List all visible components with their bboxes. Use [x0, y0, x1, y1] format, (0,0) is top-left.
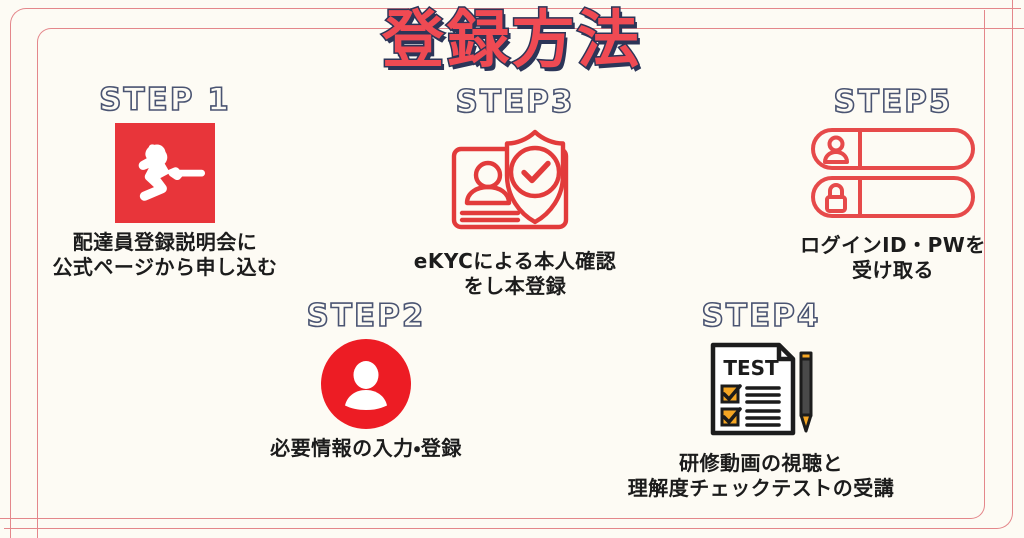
- step-1-caption-line1: 配達員登録説明会に: [72, 229, 258, 254]
- step-item-5: STEP5: [764, 84, 1022, 284]
- step-5-caption-line1: ログインID・PWを: [800, 232, 986, 257]
- login-id-password-fields-icon: [807, 125, 979, 226]
- user-circle-icon: [321, 338, 411, 429]
- step-3-icon-wrap: [372, 125, 658, 242]
- step-4-icon-wrap: TEST: [566, 339, 956, 444]
- step-3-caption-line1: eKYCによる本人確認: [413, 248, 617, 273]
- step-2-icon-wrap: [196, 338, 536, 429]
- id-card-shield-check-icon: [440, 125, 590, 242]
- step-item-2: STEP2 必要情報の入力・登録: [196, 298, 536, 462]
- delivery-runner-logo-icon: [115, 122, 215, 223]
- step-4-caption-line2: 理解度チェックテストの受講: [627, 476, 895, 501]
- test-checklist-pencil-icon: TEST: [701, 339, 821, 444]
- step-1-label: STEP 1: [98, 82, 231, 118]
- step-4-caption: 研修動画の視聴と 理解度チェックテストの受講: [566, 451, 956, 502]
- step-4-caption-line1: 研修動画の視聴と: [679, 450, 843, 475]
- step-5-caption: ログインID・PWを 受け取る: [764, 233, 1022, 284]
- step-1-caption-line2: 公式ページから申し込む: [52, 255, 278, 280]
- step-2-caption: 必要情報の入力・登録: [196, 436, 536, 462]
- step-3-caption: eKYCによる本人確認 をし本登録: [372, 249, 658, 300]
- step-2-caption-line1: 必要情報の入力・登録: [270, 435, 462, 460]
- step-5-caption-line2: 受け取る: [852, 258, 934, 283]
- step-item-4: STEP4 TEST: [566, 298, 956, 502]
- test-heading-text: TEST: [723, 356, 779, 380]
- step-item-1: STEP 1 配達員登録説明会に 公式ページから申し込む: [0, 82, 330, 281]
- step-2-label: STEP2: [306, 298, 426, 334]
- step-4-label: STEP4: [701, 298, 821, 334]
- step-item-3: STEP3: [372, 84, 658, 300]
- step-3-label: STEP3: [455, 84, 575, 120]
- step-5-label: STEP5: [833, 84, 953, 120]
- step-1-caption: 配達員登録説明会に 公式ページから申し込む: [0, 230, 330, 281]
- page-title: 登録方法: [380, 2, 642, 77]
- step-5-icon-wrap: [764, 125, 1022, 226]
- step-1-icon-wrap: [0, 122, 330, 223]
- step-3-caption-line2: をし本登録: [463, 274, 567, 299]
